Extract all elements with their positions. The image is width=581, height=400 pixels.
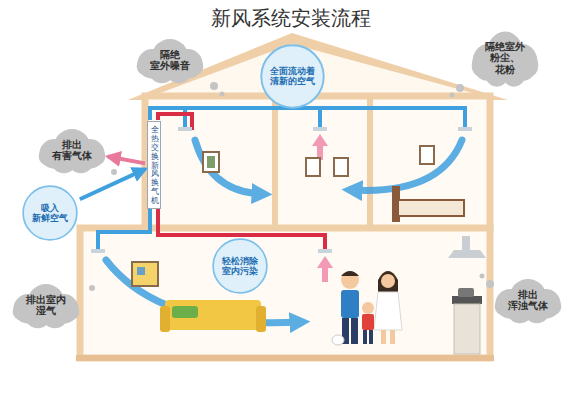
floor-base [76, 355, 494, 361]
callout-circle: 轻松消除 室内污染 [212, 238, 268, 294]
node-text: 吸入 新鲜空气 [32, 203, 68, 224]
callout-cloud: 隔绝 室外噪音 [136, 37, 204, 84]
node-text: 隔绝 室外噪音 [150, 49, 190, 72]
fresh-air-duct [98, 208, 150, 250]
callout-cloud: 排出 浑浊气体 [494, 277, 562, 324]
kitchen [448, 236, 486, 354]
bed [392, 186, 464, 222]
wall [367, 96, 373, 230]
callout-cloud: 隔绝室外 粉尘、花粉 [471, 29, 539, 88]
sofa [160, 300, 266, 332]
cloud-tail [89, 82, 494, 291]
fresh-air-duct [150, 108, 465, 128]
callout-circle: 全面流动着 清新的空气 [260, 44, 325, 109]
node-text: 排出 有害气体 [52, 139, 92, 162]
wall [272, 96, 278, 230]
callout-circle: 吸入 新鲜空气 [22, 185, 78, 241]
node-text: 全面流动着 清新的空气 [270, 66, 315, 87]
callout-cloud: 排出 有害气体 [38, 127, 106, 174]
family [332, 271, 402, 345]
lower-floor [80, 228, 490, 358]
node-text: 排出 浑浊气体 [508, 289, 548, 312]
flow-arrow [108, 157, 145, 164]
wall-picture [132, 146, 434, 286]
exhaust-arrow [312, 134, 333, 282]
exhaust-duct [158, 114, 192, 130]
node-text: 排出室内 湿气 [26, 294, 66, 317]
callout-cloud: 排出室内 湿气 [12, 282, 80, 329]
node-text: 全热交换新风换气机 [151, 126, 159, 205]
node-text: 隔绝室外 粉尘、花粉 [485, 41, 525, 76]
ventilator-unit: 全热交换新风换气机 [147, 121, 161, 208]
node-text: 轻松消除 室内污染 [222, 256, 258, 277]
title: 新风系统安装流程 [0, 5, 581, 32]
flow-arrow [80, 169, 145, 199]
upper-floor [145, 96, 490, 230]
